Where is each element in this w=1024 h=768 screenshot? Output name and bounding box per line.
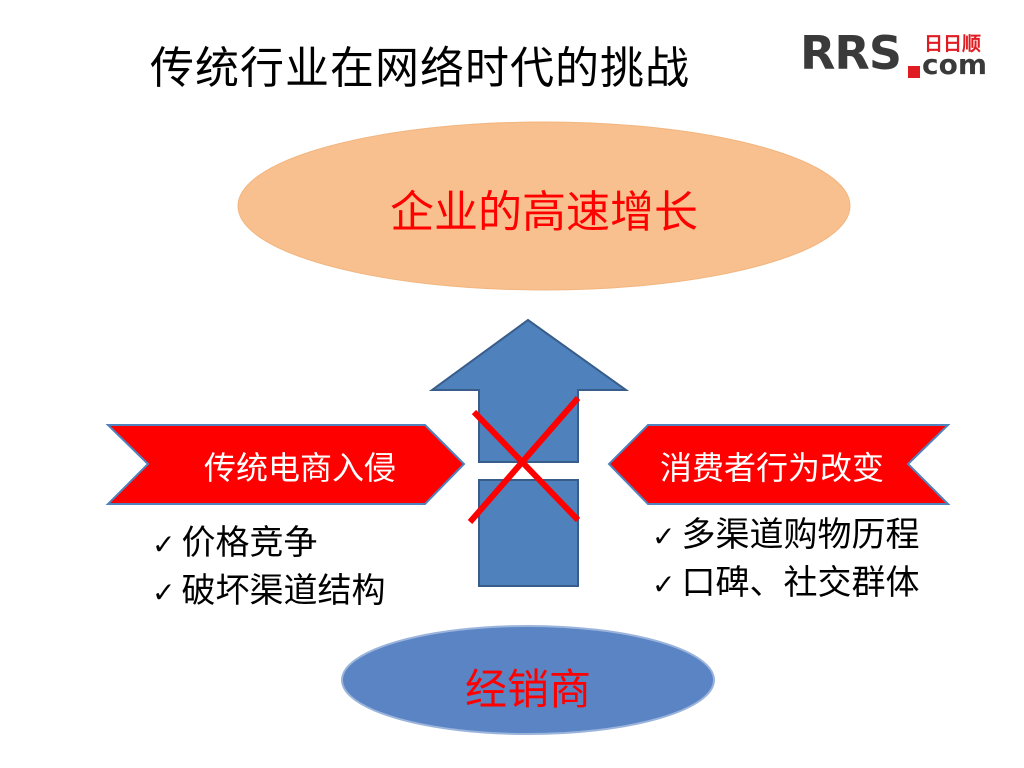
list-item: ✓价格竞争 bbox=[152, 520, 385, 568]
slide-title: 传统行业在网络时代的挑战 bbox=[150, 43, 690, 94]
checkmark-icon: ✓ bbox=[652, 520, 676, 553]
right-banner-shape bbox=[607, 424, 951, 505]
list-item: ✓口碑、社交群体 bbox=[652, 560, 919, 608]
bullet-text: 价格竞争 bbox=[181, 523, 318, 563]
bottom-ellipse bbox=[341, 625, 715, 735]
checkmark-icon: ✓ bbox=[652, 568, 676, 601]
logo-rrs-text: RRS bbox=[800, 26, 902, 80]
cross-line-1 bbox=[471, 409, 581, 523]
top-ellipse bbox=[237, 121, 851, 291]
checkmark-icon: ✓ bbox=[152, 576, 176, 609]
arrow-upper bbox=[428, 318, 630, 463]
bullet-text: 口碑、社交群体 bbox=[681, 563, 920, 603]
rrs-logo: RRS 日日顺 com bbox=[800, 26, 1010, 86]
list-item: ✓破坏渠道结构 bbox=[152, 568, 385, 616]
left-bullet-list: ✓价格竞争 ✓破坏渠道结构 bbox=[152, 520, 385, 616]
right-bullet-list: ✓多渠道购物历程 ✓口碑、社交群体 bbox=[652, 512, 919, 608]
bottom-ellipse-label: 经销商 bbox=[464, 665, 591, 714]
left-banner-shape bbox=[105, 424, 466, 505]
cross-line-2 bbox=[467, 396, 581, 524]
left-banner-label: 传统电商入侵 bbox=[203, 449, 396, 487]
top-ellipse-label: 企业的高速增长 bbox=[390, 187, 698, 238]
bullet-text: 破坏渠道结构 bbox=[181, 571, 386, 611]
right-banner-label: 消费者行为改变 bbox=[659, 449, 884, 487]
checkmark-icon: ✓ bbox=[152, 528, 176, 561]
logo-com-text: com bbox=[922, 48, 988, 81]
arrow-lower bbox=[478, 479, 579, 587]
logo-chinese-text: 日日顺 bbox=[924, 33, 982, 55]
logo-dot bbox=[908, 66, 920, 78]
list-item: ✓多渠道购物历程 bbox=[652, 512, 919, 560]
bullet-text: 多渠道购物历程 bbox=[681, 515, 920, 555]
